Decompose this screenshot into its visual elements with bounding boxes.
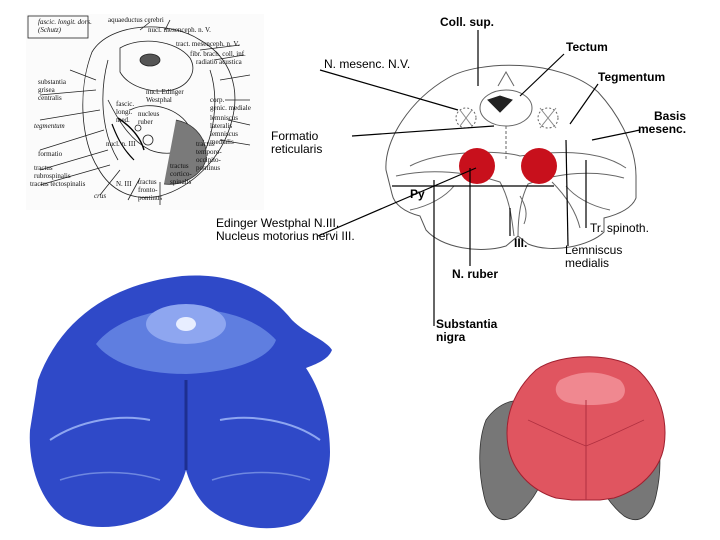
sketch-label-n-iii: N. III (116, 180, 132, 188)
sketch-label-aquaeductus: aquaeductus cerebri (108, 16, 164, 24)
sketch-label-tractus-fronto: tractus fronto- pontinus (138, 178, 162, 202)
sketch-label-nucl-n3: nucl. n. III (106, 140, 136, 148)
label-tr-spinoth: Tr. spinoth. (590, 222, 649, 235)
sketch-label-fibr-brach: fibr. brach. coll. inf. (190, 50, 246, 58)
label-py: Py (410, 188, 425, 201)
label-edinger-westphal: Edinger Westphal N.III. Nucleus motorius… (216, 217, 355, 243)
red-nucleus-right (521, 148, 557, 184)
sketch-label-tractus-rubro: tractus rubrospinalis (34, 164, 71, 180)
label-iii: III. (514, 237, 527, 250)
sketch-label-tractus-cortico: tractus cortico- spinalis (170, 162, 192, 186)
label-n-ruber: N. ruber (452, 268, 498, 281)
sketch-label-nucleus-ruber: nucleus ruber (138, 110, 159, 126)
sketch-label-nucl-mesen: nucl. mesenceph. n. V. (148, 26, 211, 34)
sketch-label-tract-mesen: tract. mesenceph. n. V. (176, 40, 239, 48)
label-lemniscus-medialis: Lemniscus medialis (565, 244, 622, 270)
sketch-label-radiatio: radiatio acustica (196, 58, 242, 66)
label-tegmentum: Tegmentum (598, 71, 665, 84)
sketch-label-fasc-long: fascic. longit. dors. (Schutz) (38, 18, 92, 34)
label-coll-sup: Coll. sup. (440, 16, 494, 29)
red-nucleus-left (459, 148, 495, 184)
label-substantia-nigra: Substantia nigra (436, 318, 497, 344)
sketch-label-fasc-longi: fascic. longi. med. (116, 100, 134, 124)
sketch-label-tegmentum: tegmentum (34, 122, 65, 130)
sketch-label-corp-genic: corp. genic. mediale (210, 96, 251, 112)
sketch-label-nucl-edinger: nucl. Edinger Westphal (146, 88, 184, 104)
label-basis-mesenc: Basis mesenc. (638, 110, 686, 136)
label-formatio-reticularis: Formatio reticularis (271, 130, 322, 156)
sketch-label-lemniscus-lat: lemniscus lateralis (210, 114, 238, 130)
sketch-label-formatio: formatio (38, 150, 62, 158)
sketch-label-tractus-temp: tractus temporo- occipito- pontinus (196, 140, 222, 172)
stained-section-photo (30, 275, 332, 528)
sketch-label-substantia-grisea: substantia grisea centralis (38, 78, 66, 102)
sketch-label-crus: crus (94, 192, 106, 200)
red-overlay-section (480, 357, 665, 520)
label-tectum: Tectum (566, 41, 608, 54)
sketch-label-tractus-tecto: tractus tectospinalis (30, 180, 85, 188)
label-n-mesenc: N. mesenc. N.V. (324, 58, 410, 71)
